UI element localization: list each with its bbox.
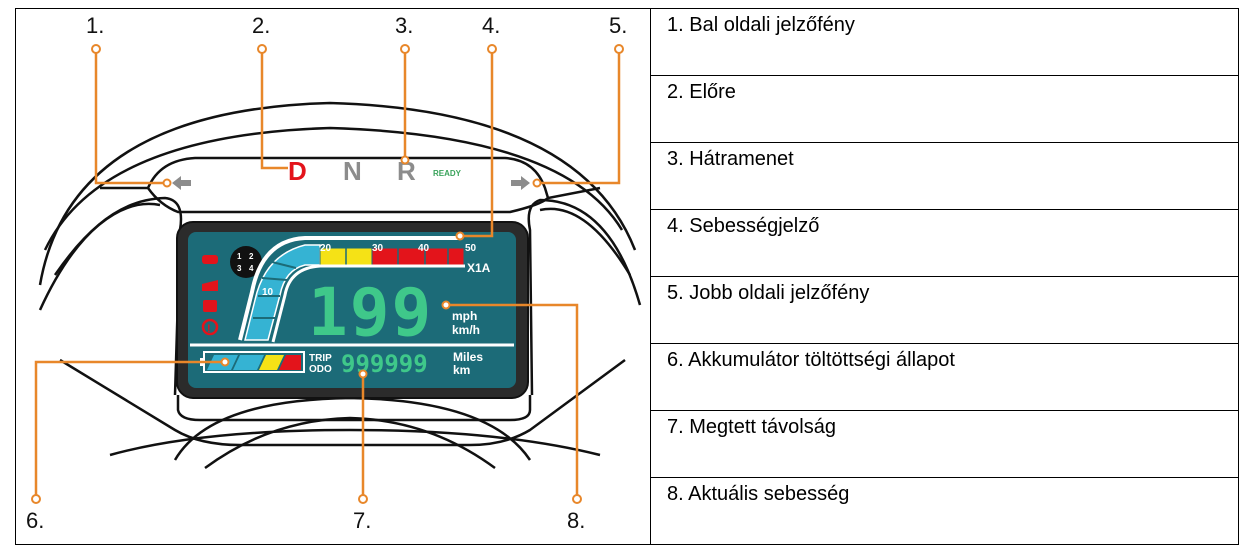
callout-dots — [31, 44, 624, 504]
callout-line-8 — [446, 303, 579, 496]
warning-excl-icon: ! — [207, 323, 211, 335]
scale-tick-40: 40 — [418, 243, 430, 254]
legend-item-2: 2. Előre — [650, 75, 1239, 143]
callout-number-1: 1. — [86, 13, 104, 38]
legend-row: 2. Előre — [650, 75, 1239, 143]
oil-icon — [202, 280, 218, 291]
model-label: X1A — [467, 261, 491, 275]
distance-unit-km: km — [453, 363, 470, 377]
mode-digit-1: 1 — [237, 252, 242, 261]
callout-number-4: 4. — [482, 13, 500, 38]
legend-row: 7. Megtett távolság — [650, 410, 1239, 478]
dashboard-housing — [38, 101, 642, 470]
legend-item-8: 8. Aktuális sebesség — [650, 477, 1239, 545]
callout-number-6: 6. — [26, 508, 44, 533]
legend-item-5: 5. Jobb oldali jelzőfény — [650, 276, 1239, 344]
distance-unit-miles: Miles — [453, 350, 483, 364]
legend-table: 1. Bal oldali jelzőfény 2. Előre 3. Hátr… — [650, 8, 1239, 545]
mode-selector — [230, 246, 262, 278]
gear-n: N — [343, 156, 362, 186]
legend-row: 6. Akkumulátor töltöttségi állapot — [650, 343, 1239, 411]
legend-row: 5. Jobb oldali jelzőfény — [650, 276, 1239, 344]
gear-d: D — [288, 156, 307, 186]
speed-unit-mph: mph — [452, 309, 477, 323]
legend-item-6: 6. Akkumulátor töltöttségi állapot — [650, 343, 1239, 411]
mode-digit-4: 4 — [249, 264, 254, 273]
legend-row: 3. Hátramenet — [650, 142, 1239, 210]
callout-number-2: 2. — [252, 13, 270, 38]
legend-item-3: 3. Hátramenet — [650, 142, 1239, 210]
callout-number-7: 7. — [353, 508, 371, 533]
callout-line-1 — [94, 52, 167, 185]
scale-tick-20: 20 — [320, 243, 332, 254]
legend-item-4: 4. Sebességjelző — [650, 209, 1239, 277]
warning-icons: ! — [201, 255, 219, 336]
callout-line-6 — [34, 360, 225, 496]
callout-line-5 — [537, 52, 621, 185]
gear-r: R — [397, 156, 416, 186]
legend-row: 1. Bal oldali jelzőfény — [650, 8, 1239, 76]
mode-digit-2: 2 — [249, 252, 254, 261]
headlight-icon — [202, 255, 218, 264]
legend-item-7: 7. Megtett távolság — [650, 410, 1239, 478]
legend-row: 8. Aktuális sebesség — [650, 477, 1239, 545]
mode-digit-3: 3 — [237, 264, 242, 273]
speed-unit-kmh: km/h — [452, 323, 480, 337]
legend-row: 4. Sebességjelző — [650, 209, 1239, 277]
scale-tick-10: 10 — [262, 287, 274, 298]
ready-indicator: READY — [433, 169, 462, 178]
legend-item-1: 1. Bal oldali jelzőfény — [650, 8, 1239, 76]
distance-value: 999999 — [341, 350, 428, 378]
right-turn-icon — [511, 176, 530, 190]
callout-number-5: 5. — [609, 13, 627, 38]
diagram-frame — [15, 8, 651, 545]
battery-gauge — [200, 351, 305, 373]
scale-tick-30: 30 — [372, 243, 384, 254]
speed-value: 199 — [308, 274, 433, 351]
callout-line-4 — [460, 52, 494, 238]
motor-icon — [203, 300, 217, 312]
callout-number-8: 8. — [567, 508, 585, 533]
speed-arc — [238, 236, 465, 343]
scale-tick-50: 50 — [465, 243, 477, 254]
warning-circle-icon — [201, 318, 219, 336]
callout-line-2 — [260, 52, 288, 170]
callout-number-3: 3. — [395, 13, 413, 38]
trip-label: TRIP — [309, 353, 332, 364]
callout-lines — [34, 52, 621, 496]
odo-label: ODO — [309, 364, 332, 375]
left-turn-icon — [172, 176, 191, 190]
